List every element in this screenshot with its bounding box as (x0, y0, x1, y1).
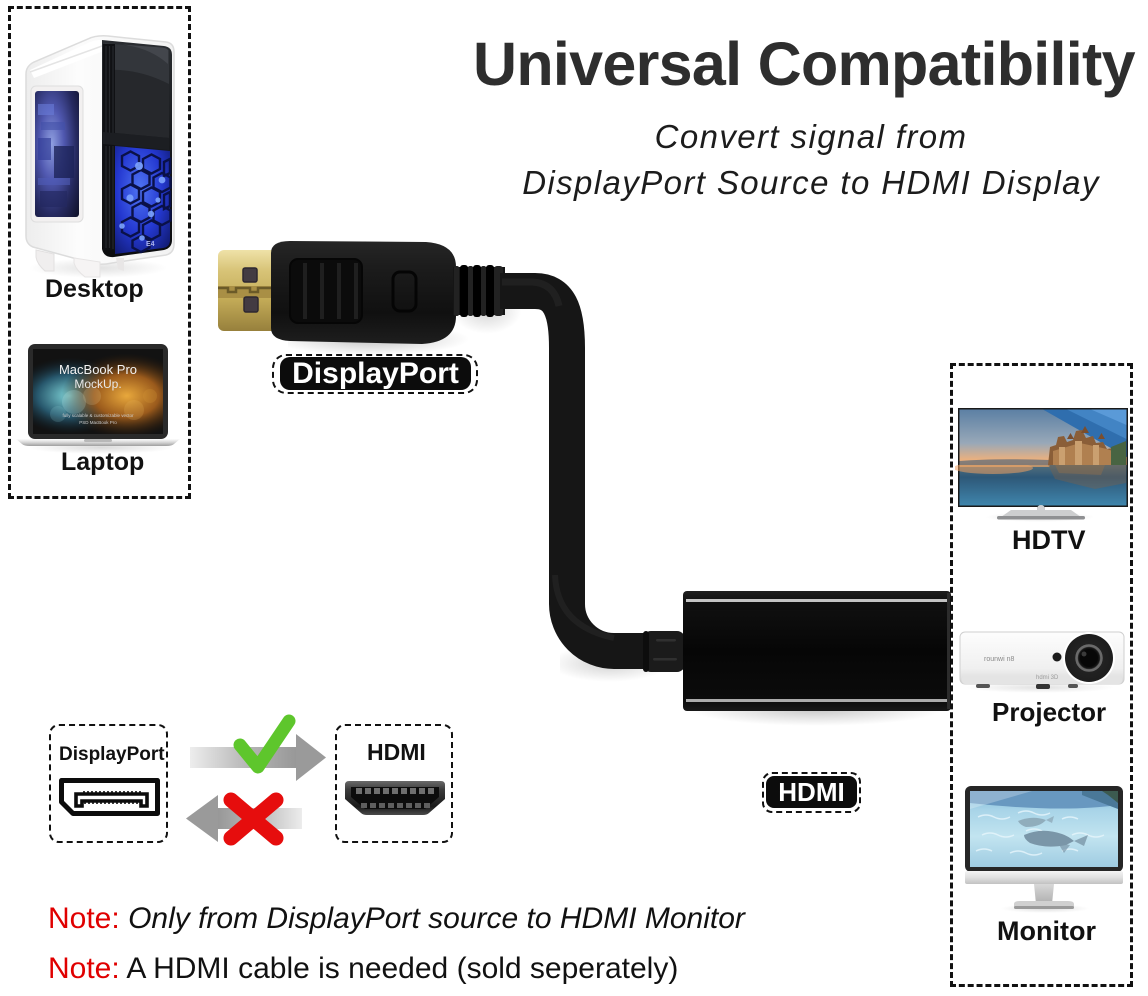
svg-text:MockUp.: MockUp. (74, 377, 121, 391)
svg-text:fully scalable & customizable: fully scalable & customizable vector (62, 413, 134, 418)
svg-text:E4: E4 (146, 241, 155, 248)
svg-text:MacBook Pro: MacBook Pro (59, 362, 137, 377)
svg-text:hdmi 3D: hdmi 3D (1036, 675, 1059, 681)
svg-text:rounwi n8: rounwi n8 (984, 656, 1014, 663)
svg-text:PSD MacBook Pro: PSD MacBook Pro (79, 420, 117, 425)
